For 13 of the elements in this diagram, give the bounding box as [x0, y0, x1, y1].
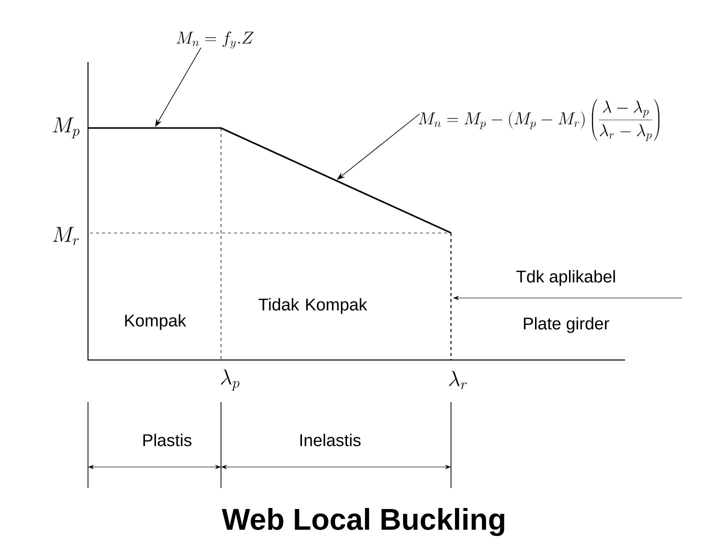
axis-label: $\lambda_r$	[449, 370, 467, 390]
region-label: Tidak Kompak	[258, 298, 368, 314]
dimension-label: Plastis	[143, 434, 192, 446]
formula: $M_n = f_y . Z$	[176, 31, 254, 49]
axis-label: $M_r$	[53, 227, 79, 246]
formula: $M_n = M_p - \left(M_p - M_r\right)\left(\frac{\lambda-\lambda_p}{\lambda_r-\lambda_p}\right)$	[418, 98, 660, 142]
axis-label: $\lambda_p$	[220, 369, 240, 391]
region-label: Plate girder	[524, 317, 610, 333]
region-label: Tdk aplikabel	[516, 270, 615, 286]
dimension-label: Inelastis	[300, 434, 361, 446]
title: Web Local Buckling	[222, 508, 504, 536]
axis-label: $M_p$	[52, 118, 80, 138]
region-label: Kompak	[125, 314, 186, 330]
